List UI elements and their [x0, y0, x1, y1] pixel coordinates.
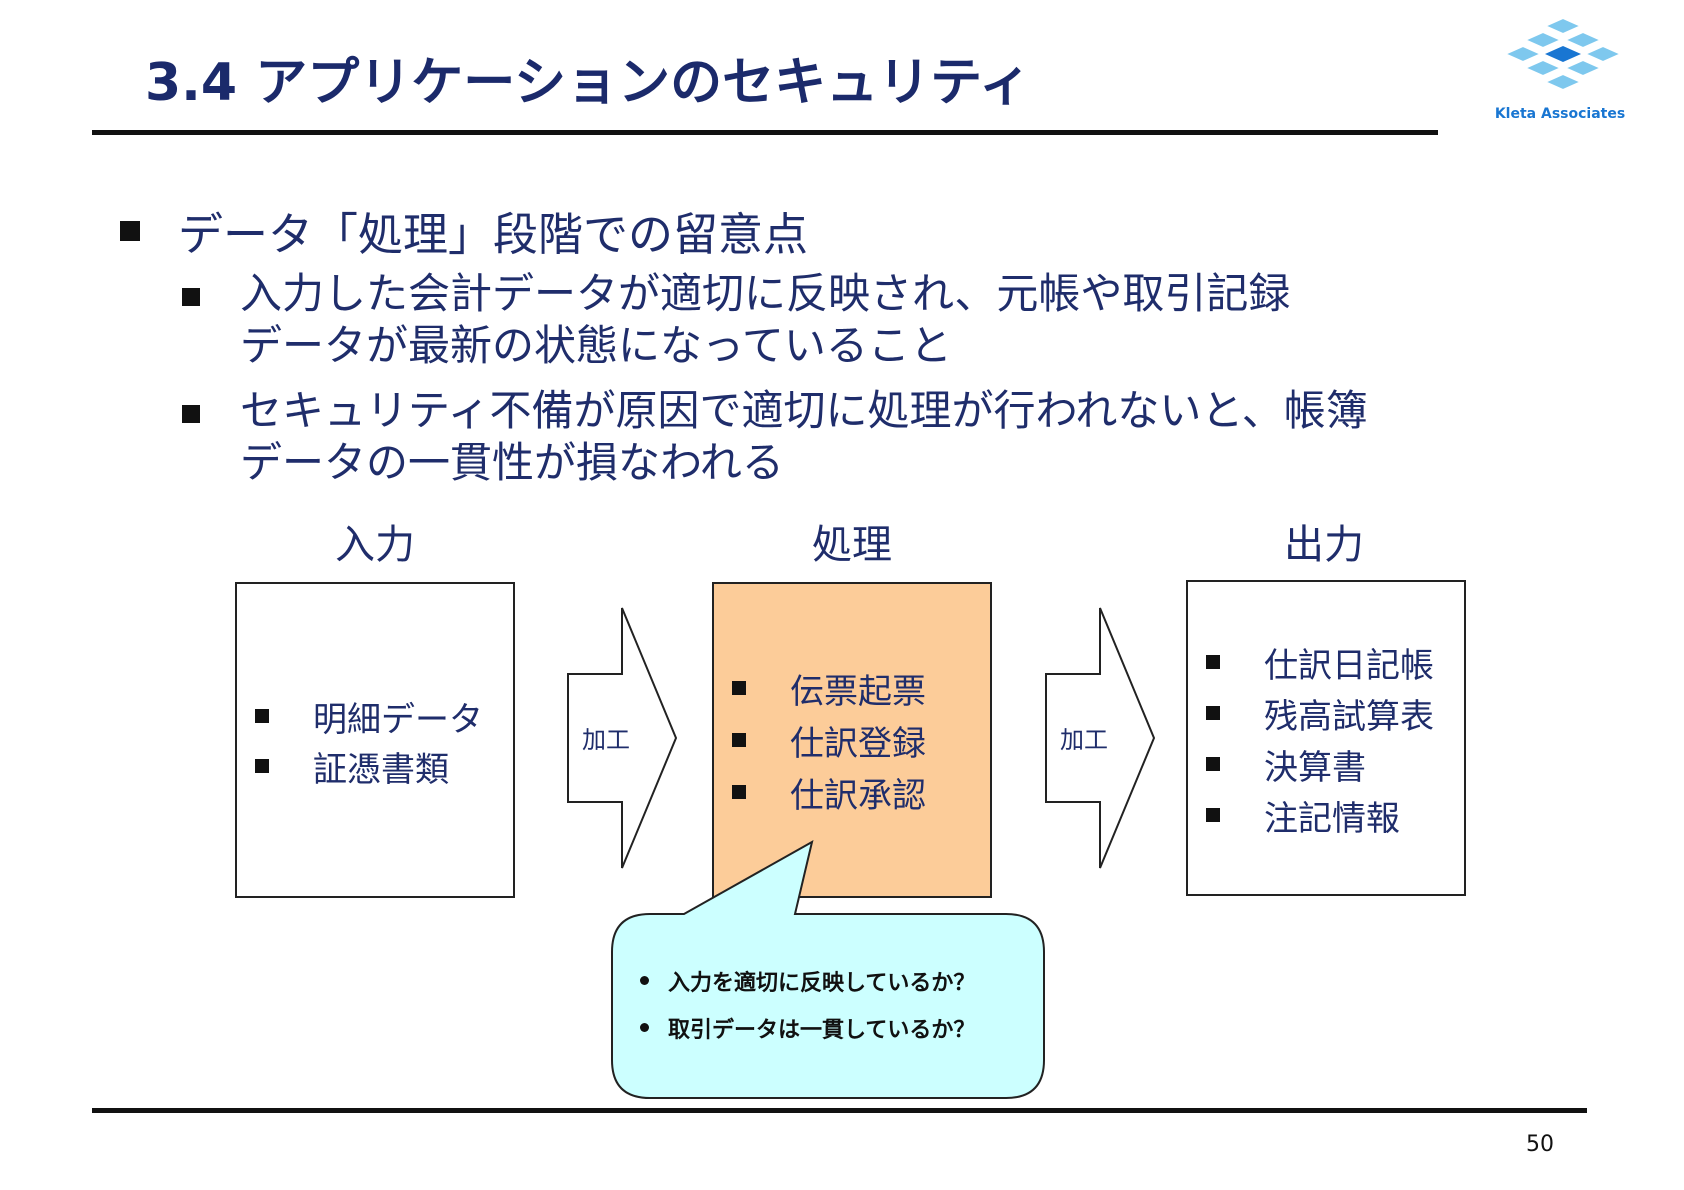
bullet-dot-icon — [640, 1023, 649, 1032]
callout-item: 取引データは一貫しているか？ — [640, 1012, 1040, 1043]
input-box: 明細データ 証憑書類 — [235, 582, 515, 898]
square-bullet-icon — [120, 221, 140, 241]
stage-label-input: 入力 — [335, 522, 415, 568]
slide-title: 3.4 アプリケーションのセキュリティ — [145, 53, 1032, 113]
square-bullet-icon — [255, 709, 269, 723]
square-bullet-icon — [1206, 706, 1220, 720]
bullet-dot-icon — [640, 976, 649, 985]
sub-bullet-line: 入力した会計データが適切に反映され、元帳や取引記録 — [240, 269, 1291, 318]
square-bullet-icon — [732, 681, 746, 695]
sub-bullet-line: データの一貫性が損なわれる — [240, 438, 784, 487]
arrow-right-icon — [567, 607, 678, 869]
square-bullet-icon — [1206, 757, 1220, 771]
stage-label-process: 処理 — [812, 522, 892, 568]
square-bullet-icon — [732, 785, 746, 799]
sub-bullet-line: セキュリティ不備が原因で適切に処理が行われないと、帳簿 — [240, 386, 1368, 435]
arrow-label: 加工 — [1060, 726, 1108, 754]
callout-item: 入力を適切に反映しているか？ — [640, 965, 1040, 996]
square-bullet-icon — [1206, 655, 1220, 669]
output-box: 仕訳日記帳 残高試算表 決算書 注記情報 — [1186, 580, 1466, 896]
title-rule — [92, 130, 1438, 135]
stage-label-output: 出力 — [1284, 522, 1364, 568]
footer-rule — [92, 1108, 1587, 1113]
square-bullet-icon — [182, 288, 200, 306]
main-bullet: データ「処理」段階での留意点 — [118, 198, 1018, 261]
kleta-logo-icon — [1502, 18, 1624, 92]
page-number: 50 — [1526, 1132, 1554, 1157]
square-bullet-icon — [1206, 808, 1220, 822]
process-box: 伝票起票 仕訳登録 仕訳承認 — [712, 582, 992, 898]
square-bullet-icon — [732, 733, 746, 747]
arrow-label: 加工 — [582, 726, 630, 754]
sub-bullet-line: データが最新の状態になっていること — [240, 321, 952, 370]
square-bullet-icon — [255, 759, 269, 773]
arrow-right-icon — [1045, 607, 1156, 869]
square-bullet-icon — [182, 405, 200, 423]
sub-bullet: 入力した会計データが適切に反映され、元帳や取引記録 データが最新の状態になってい… — [182, 268, 1482, 372]
sub-bullet: セキュリティ不備が原因で適切に処理が行われないと、帳簿 データの一貫性が損なわれ… — [182, 385, 1482, 489]
logo-text: Kleta Associates — [1494, 106, 1626, 122]
speech-callout — [611, 840, 1045, 1099]
main-bullet-text: データ「処理」段階での留意点 — [178, 208, 809, 261]
